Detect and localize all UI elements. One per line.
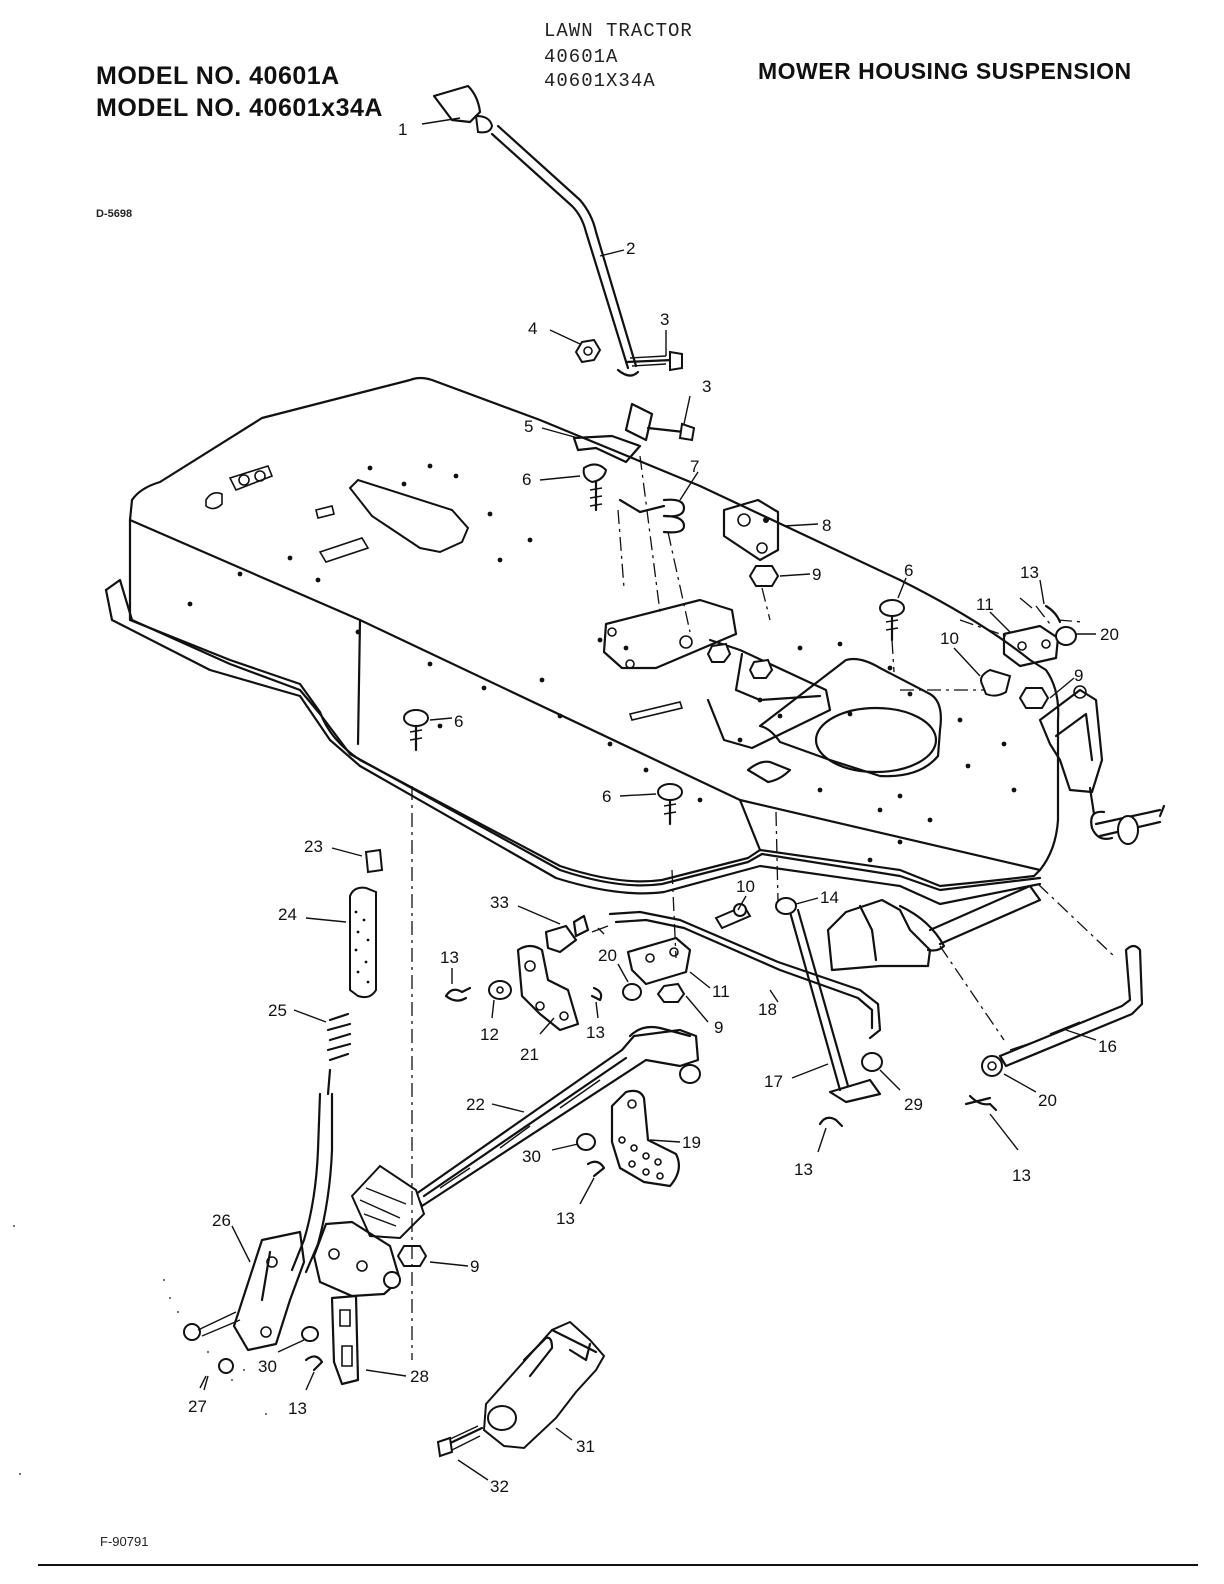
callout-6d: 6 [602,787,611,806]
callout-9d: 9 [470,1257,479,1276]
callout-5: 5 [524,417,533,436]
callout-2: 2 [626,239,635,258]
carriage-bolts [403,599,905,826]
callout-19: 19 [682,1133,701,1152]
callout-13c: 13 [586,1023,605,1042]
section-title: MOWER HOUSING SUSPENSION [758,58,1132,84]
mower-housing-deck [104,376,1060,906]
main-lift-shaft [414,1025,701,1208]
callout-4: 4 [528,319,537,338]
callout-30b: 30 [258,1357,277,1376]
callout-6a: 6 [522,470,531,489]
figure-code: F-90791 [100,1534,149,1549]
lift-bracket-spring [572,434,691,633]
callout-13f: 13 [556,1209,575,1228]
grip-texture [354,910,370,984]
callout-9a: 9 [812,565,821,584]
front-link-assembly [572,811,883,1128]
callout-13a: 13 [1020,563,1039,582]
hardware-bolts-nuts [574,338,696,442]
callout-24: 24 [278,905,297,924]
callout-30a: 30 [522,1147,541,1166]
callout-7: 7 [690,457,699,476]
callout-25: 25 [268,1001,287,1020]
callout-10b: 10 [736,877,755,896]
model-number-line-2: MODEL NO. 40601x34A [96,94,383,122]
callout-18: 18 [758,1000,777,1019]
height-lever-assembly [232,848,384,1352]
pivot-bracket [312,1164,428,1298]
deck-holes [187,463,1017,863]
callout-23: 23 [304,837,323,856]
product-model-2: 40601X34A [544,70,656,92]
callout-9b: 9 [1074,666,1083,685]
rear-hinge-bracket [1038,685,1166,845]
callout-32: 32 [490,1477,509,1496]
callout-13e: 13 [1012,1166,1031,1185]
scan-artifacts [13,1225,267,1475]
callout-12: 12 [480,1025,499,1044]
right-hanger-hardware [900,604,1083,709]
deck-lift-plate [602,598,832,750]
callout-28: 28 [410,1367,429,1386]
callout-13b: 13 [440,948,459,967]
callout-14: 14 [820,888,839,907]
callout-17: 17 [764,1072,783,1091]
callout-21: 21 [520,1045,539,1064]
callout-20c: 20 [1038,1091,1057,1110]
callout-10a: 10 [940,629,959,648]
callout-16: 16 [1098,1037,1117,1056]
hanger-bracket-upper [722,498,780,621]
lever-mount-plate [183,1294,360,1389]
rear-pivot-rod [939,883,1144,1112]
bottom-rule [38,1564,1198,1566]
callout-9c: 9 [714,1018,723,1037]
callout-8: 8 [822,516,831,535]
product-type: LAWN TRACTOR [544,20,693,42]
callout-3b: 3 [702,377,711,396]
product-model-1: 40601A [544,46,619,68]
callout-29: 29 [904,1095,923,1114]
callout-3a: 3 [660,310,669,329]
height-adjust-plate [576,1089,681,1188]
callout-labels: 1 2 3 3 4 5 6 6 6 6 7 8 9 9 [188,117,1119,1496]
drawing-code: D-5698 [96,208,133,220]
callout-26: 26 [212,1211,231,1230]
callout-6b: 6 [904,561,913,580]
under-deck-right-bracket [826,884,1042,972]
callout-31: 31 [576,1437,595,1456]
callout-11b: 11 [712,982,730,1001]
callout-6c: 6 [454,712,463,731]
callout-13d: 13 [794,1160,813,1179]
callout-33: 33 [490,893,509,912]
lift-handle-assembly [432,84,640,377]
model-number-line-1: MODEL NO. 40601A [96,62,340,90]
callout-20b: 20 [598,946,617,965]
callout-27: 27 [188,1397,207,1416]
callout-13g: 13 [288,1399,307,1418]
callout-20a: 20 [1100,625,1119,644]
left-link-bracket [444,924,580,1032]
callout-22: 22 [466,1095,485,1114]
foot-pedal [436,1320,606,1458]
callout-11a: 11 [976,595,994,614]
callout-1: 1 [398,120,407,139]
